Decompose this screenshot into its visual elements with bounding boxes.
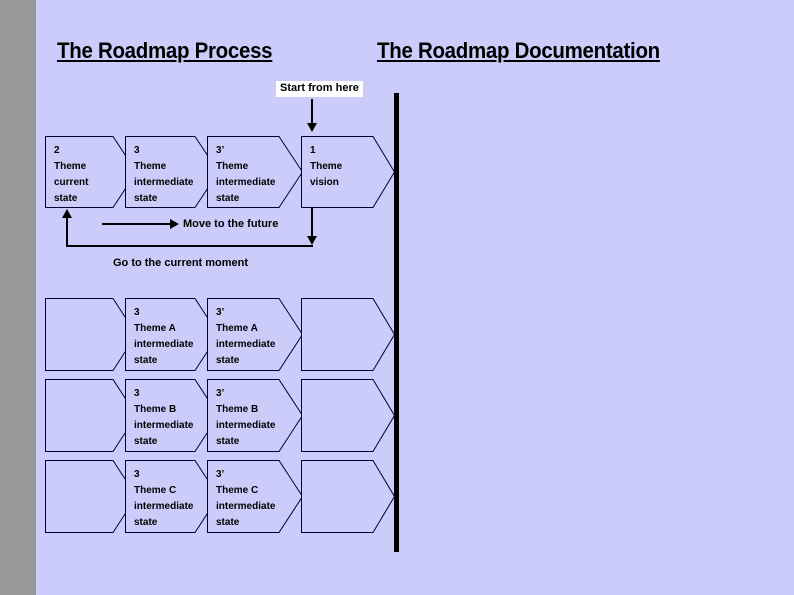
theme-c-chevron-shape-1 (125, 460, 219, 533)
theme-c-chevron-shape-0 (45, 460, 137, 533)
process-chevron-label-2: 3’ Theme intermediate state (216, 145, 276, 204)
theme-c-chevron-1[interactable]: 3 Theme C intermediate state (125, 460, 219, 533)
process-chevron-shape-3 (301, 136, 395, 208)
loop-down-stem (311, 208, 313, 240)
theme-a-chevron-shape-2 (207, 298, 303, 371)
process-chevron-0[interactable]: 2 Theme current state (45, 136, 137, 208)
move-future-head (170, 219, 179, 229)
caption-move-to-the-future: Move to the future (183, 218, 279, 230)
move-future-line (102, 223, 172, 225)
theme-a-chevron-3[interactable] (301, 298, 395, 371)
start-arrow-stem (311, 99, 313, 125)
vertical-divider (394, 93, 399, 552)
theme-b-chevron-2[interactable]: 3’ Theme B intermediate state (207, 379, 303, 452)
process-chevron-2[interactable]: 3’ Theme intermediate state (207, 136, 303, 208)
theme-a-chevron-shape-3 (301, 298, 395, 371)
theme-b-chevron-0[interactable] (45, 379, 137, 452)
theme-c-chevron-shape-2 (207, 460, 303, 533)
theme-b-chevron-shape-0 (45, 379, 137, 452)
theme-b-chevron-1[interactable]: 3 Theme B intermediate state (125, 379, 219, 452)
process-chevron-shape-2 (207, 136, 303, 208)
theme-b-chevron-label-1: 3 Theme B intermediate state (134, 388, 194, 447)
loop-up-stem (66, 217, 68, 247)
theme-b-chevron-shape-2 (207, 379, 303, 452)
page-title-roadmap-documentation: The Roadmap Documentation (377, 38, 660, 63)
start-arrow-head (307, 123, 317, 132)
theme-a-chevron-1[interactable]: 3 Theme A intermediate state (125, 298, 219, 371)
theme-a-chevron-0[interactable] (45, 298, 137, 371)
process-chevron-shape-1 (125, 136, 219, 208)
start-from-here-callout: Start from here (276, 81, 363, 97)
theme-c-chevron-label-1: 3 Theme C intermediate state (134, 469, 194, 528)
theme-a-chevron-2[interactable]: 3’ Theme A intermediate state (207, 298, 303, 371)
theme-c-chevron-label-2: 3’ Theme C intermediate state (216, 469, 276, 528)
theme-a-chevron-label-2: 3’ Theme A intermediate state (216, 307, 276, 366)
theme-b-chevron-label-2: 3’ Theme B intermediate state (216, 388, 276, 447)
process-chevron-label-1: 3 Theme intermediate state (134, 145, 194, 204)
process-chevron-label-3: 1 Theme vision (310, 145, 343, 188)
caption-go-to-the-current-moment: Go to the current moment (113, 257, 249, 269)
theme-c-chevron-3[interactable] (301, 460, 395, 533)
loop-up-head (62, 209, 72, 218)
process-chevron-1[interactable]: 3 Theme intermediate state (125, 136, 219, 208)
process-chevron-shape-0 (45, 136, 137, 208)
loop-down-head (307, 236, 317, 245)
theme-b-chevron-3[interactable] (301, 379, 395, 452)
process-chevron-label-0: 2 Theme current state (54, 145, 89, 204)
left-gray-band (0, 0, 36, 595)
page-title-roadmap-process: The Roadmap Process (57, 38, 273, 63)
theme-b-chevron-shape-3 (301, 379, 395, 452)
theme-b-chevron-shape-1 (125, 379, 219, 452)
theme-a-chevron-shape-0 (45, 298, 137, 371)
theme-c-chevron-0[interactable] (45, 460, 137, 533)
theme-a-chevron-label-1: 3 Theme A intermediate state (134, 307, 194, 366)
theme-c-chevron-2[interactable]: 3’ Theme C intermediate state (207, 460, 303, 533)
process-chevron-3[interactable]: 1 Theme vision (301, 136, 395, 208)
loop-bottom-line (66, 245, 313, 247)
theme-c-chevron-shape-3 (301, 460, 395, 533)
theme-a-chevron-shape-1 (125, 298, 219, 371)
